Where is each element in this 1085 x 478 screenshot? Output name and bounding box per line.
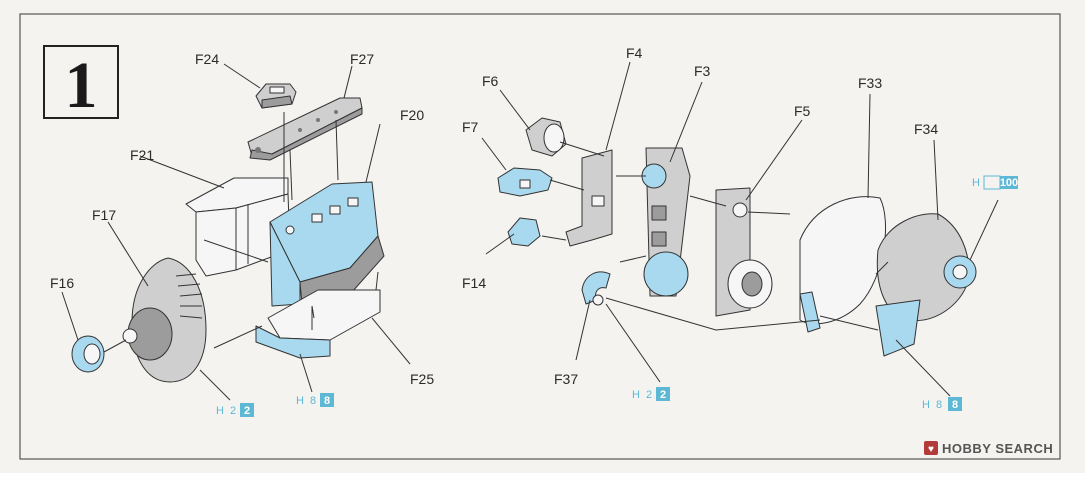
part-f25 <box>255 289 381 359</box>
paint-code-h100: H 100 <box>972 175 1018 190</box>
part-f20 <box>269 181 385 307</box>
label-f3: F3 <box>694 63 711 79</box>
part-f24 <box>255 83 297 109</box>
part-f6 <box>525 117 567 157</box>
part-f5 <box>715 187 773 317</box>
svg-text:8: 8 <box>936 399 942 411</box>
label-f27: F27 <box>350 51 374 67</box>
label-f21: F21 <box>130 147 154 163</box>
label-f7: F7 <box>462 119 479 135</box>
svg-text:8: 8 <box>324 395 330 407</box>
svg-text:H: H <box>296 395 304 407</box>
label-f5: F5 <box>794 103 811 119</box>
part-f17 <box>127 257 207 383</box>
assembly-lines-right <box>481 61 999 397</box>
part-labels: F24 F27 F21 F20 F17 F16 F25 F6 F4 F3 F7 … <box>50 45 938 387</box>
paint-code-h2-right: H 2 2 <box>632 387 670 401</box>
paint-code-h8-left: H 8 8 <box>296 393 334 407</box>
svg-text:H: H <box>632 389 640 401</box>
svg-text:2: 2 <box>230 405 236 417</box>
svg-text:8: 8 <box>952 399 958 411</box>
label-f25: F25 <box>410 371 434 387</box>
svg-text:100: 100 <box>1000 177 1018 189</box>
svg-text:H: H <box>216 405 224 417</box>
label-f16: F16 <box>50 275 74 291</box>
label-f4: F4 <box>626 45 643 61</box>
part-f27 <box>247 97 363 161</box>
svg-text:8: 8 <box>310 395 316 407</box>
hobby-search-logo-icon: ♥ <box>924 441 938 455</box>
part-f33 <box>799 196 886 333</box>
part-f34 <box>875 213 977 357</box>
svg-text:H: H <box>922 399 930 411</box>
label-f6: F6 <box>482 73 499 89</box>
assembly-lines-left <box>61 63 411 401</box>
diagram-frame <box>19 13 1061 460</box>
svg-text:2: 2 <box>646 389 652 401</box>
paint-code-h8-right: H 8 8 <box>922 397 962 411</box>
label-f34: F34 <box>914 121 938 137</box>
step-number: 1 <box>65 49 98 122</box>
part-f3 <box>641 147 691 297</box>
watermark-text: HOBBY SEARCH <box>942 441 1053 456</box>
part-f14 <box>507 217 541 247</box>
label-f14: F14 <box>462 275 486 291</box>
paint-code-h2-left: H 2 2 <box>216 403 254 417</box>
watermark: ♥ HOBBY SEARCH <box>924 441 1053 456</box>
svg-text:2: 2 <box>244 405 250 417</box>
label-f33: F33 <box>858 75 882 91</box>
step-number-box: 1 <box>43 45 119 122</box>
svg-text:H: H <box>972 177 980 189</box>
part-f7 <box>497 167 553 197</box>
part-f16 <box>71 328 138 373</box>
label-f20: F20 <box>400 107 424 123</box>
label-f17: F17 <box>92 207 116 223</box>
label-f37: F37 <box>554 371 578 387</box>
part-f37 <box>581 271 611 306</box>
svg-text:2: 2 <box>660 389 666 401</box>
part-f4 <box>565 149 613 247</box>
label-f24: F24 <box>195 51 219 67</box>
svg-text:♥: ♥ <box>928 444 934 455</box>
